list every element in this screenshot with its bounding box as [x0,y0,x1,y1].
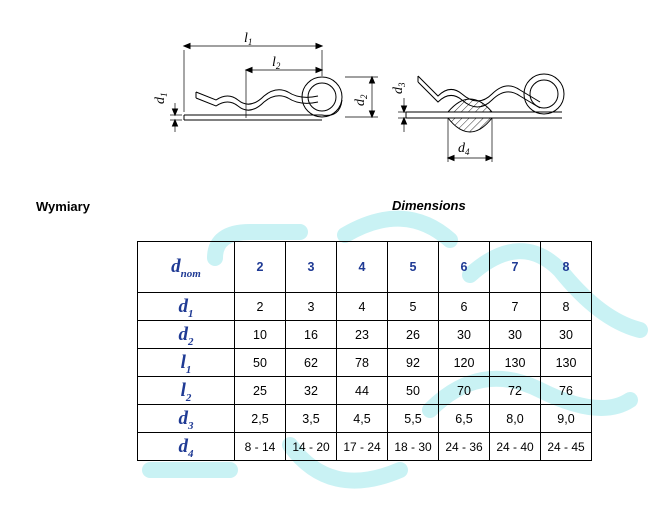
table-cell: 76 [540,376,592,405]
table-cell: 130 [489,348,541,377]
table-cell: 30 [540,320,592,349]
row-header-subscript: 1 [185,363,192,376]
technical-drawing: l1 l2 d1 d2 d3 d4 [153,31,565,162]
table-cell: 8,0 [489,404,541,433]
table-cell: 7 [489,241,541,293]
table-cell: 32 [285,376,337,405]
row-header: d3 [137,404,235,433]
row-header-subscript: 3 [188,419,194,432]
table-cell: 2 [234,241,286,293]
table-cell: 44 [336,376,388,405]
row-header-symbol: d [178,435,189,457]
row-header-symbol: d [178,323,189,345]
pin-side-view [183,76,343,121]
table-cell: 7 [489,292,541,321]
table-cell: 30 [438,320,490,349]
table-cell: 6 [438,241,490,293]
table-cell: 72 [489,376,541,405]
table-cell: 5 [387,292,439,321]
table-cell: 24 - 40 [489,432,541,461]
row-header-symbol: d [178,407,189,429]
table-cell: 14 - 20 [285,432,337,461]
row-header-subscript: 1 [188,307,194,320]
table-cell: 24 - 36 [438,432,490,461]
label-d4: d4 [458,141,470,157]
row-header: dnom [137,241,235,293]
table-cell: 2 [234,292,286,321]
row-header: d1 [137,292,235,321]
table-cell: 4 [336,292,388,321]
row-header-subscript: 2 [188,335,194,348]
row-header-symbol: d [171,256,181,277]
heading-wymiary: Wymiary [36,199,90,214]
table-cell: 18 - 30 [387,432,439,461]
label-d2: d2 [353,94,369,106]
table-cell: 4 [336,241,388,293]
table-cell: 3 [285,292,337,321]
table-cell: 24 - 45 [540,432,592,461]
row-header-symbol: l [180,351,186,373]
label-l1: l1 [244,31,252,47]
table-cell: 130 [540,348,592,377]
row-header: d2 [137,320,235,349]
table-cell: 3,5 [285,404,337,433]
table-cell: 92 [387,348,439,377]
table-cell: 50 [387,376,439,405]
row-header: d4 [137,432,235,461]
table-cell: 9,0 [540,404,592,433]
table-cell: 30 [489,320,541,349]
table-cell: 6,5 [438,404,490,433]
label-d1: d1 [153,93,169,105]
label-l2: l2 [272,55,281,71]
row-header-subscript: 4 [188,447,194,460]
table-cell: 26 [387,320,439,349]
table-cell: 23 [336,320,388,349]
row-header-symbol: l [180,379,186,401]
row-header-subscript: nom [180,267,201,280]
table-cell: 6 [438,292,490,321]
table-cell: 70 [438,376,490,405]
row-header: l2 [137,376,235,405]
table-cell: 25 [234,376,286,405]
table-cell: 10 [234,320,286,349]
table-cell: 78 [336,348,388,377]
table-cell: 4,5 [336,404,388,433]
table-cell: 2,5 [234,404,286,433]
table-cell: 16 [285,320,337,349]
table-cell: 5 [387,241,439,293]
table-cell: 8 - 14 [234,432,286,461]
table-cell: 5,5 [387,404,439,433]
table-cell: 120 [438,348,490,377]
hatched-shaft [446,98,494,113]
table-cell: 62 [285,348,337,377]
label-d3: d3 [391,82,407,94]
table-cell: 8 [540,292,592,321]
row-header: l1 [137,348,235,377]
heading-dimensions: Dimensions [392,198,466,213]
table-cell: 17 - 24 [336,432,388,461]
table-cell: 50 [234,348,286,377]
row-header-symbol: d [178,295,189,317]
row-header-subscript: 2 [185,391,192,404]
table-cell: 8 [540,241,592,293]
table-cell: 3 [285,241,337,293]
